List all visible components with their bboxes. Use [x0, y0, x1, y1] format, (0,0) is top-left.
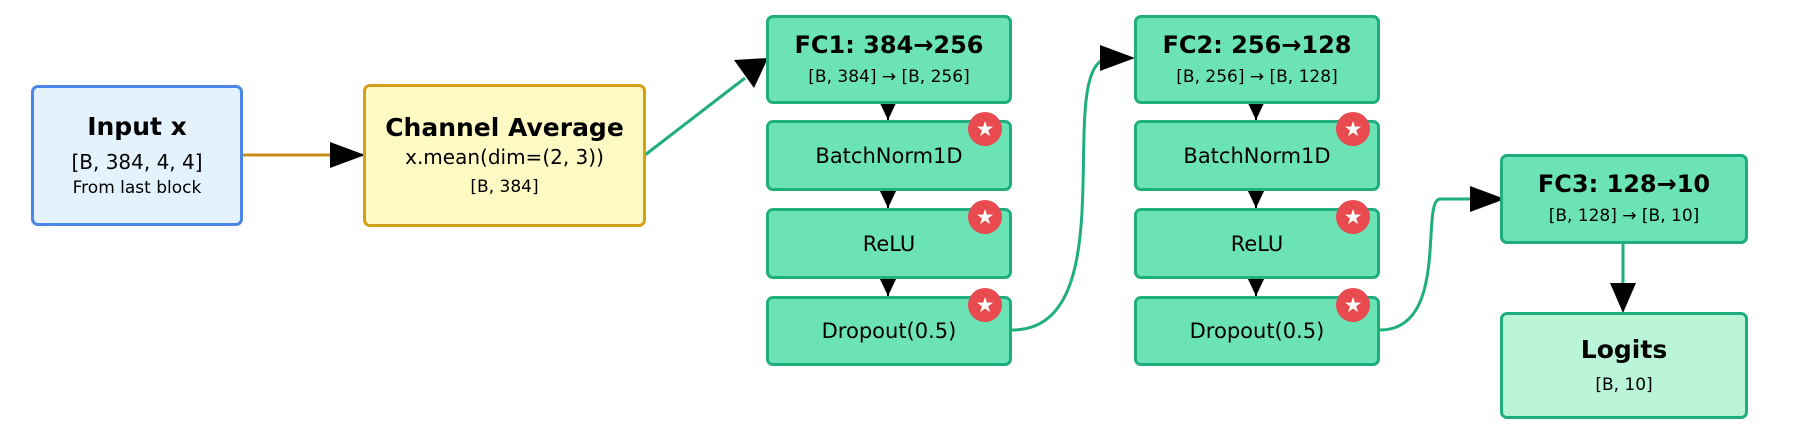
arrowhead-fc2-to-bn2 [1247, 101, 1265, 120]
arrowhead-fc1-to-bn1 [879, 101, 897, 120]
arrowhead-dropout1-to-fc2 [1100, 45, 1135, 71]
arrowhead-bn1-to-relu1 [879, 189, 897, 208]
fc2-node: FC2: 256→128 [B, 256] → [B, 128] [1134, 15, 1380, 104]
fc3-node: FC3: 128→10 [B, 128] → [B, 10] [1500, 154, 1748, 244]
fc1-title: FC1: 384→256 [794, 30, 984, 59]
channel-average-title: Channel Average [385, 112, 624, 142]
logits-title: Logits [1580, 334, 1668, 364]
arrowhead-fc3-to-logits [1610, 283, 1636, 313]
fc3-title: FC3: 128→10 [1537, 170, 1711, 198]
channel-average-shape: [B, 384] [470, 176, 539, 197]
fc1-node: FC1: 384→256 [B, 384] → [B, 256] [766, 15, 1012, 104]
channel-average-op: x.mean(dim=(2, 3)) [405, 144, 604, 169]
input-note: From last block [72, 177, 202, 198]
batchnorm-label-2: BatchNorm1D [1183, 143, 1331, 168]
star-icon: ★ [968, 288, 1002, 322]
input-title: Input x [87, 111, 187, 141]
arrowhead-average-to-fc1 [734, 58, 768, 88]
fc1-shape: [B, 384] → [B, 256] [808, 66, 970, 87]
batchnorm-node-2: BatchNorm1D [1134, 120, 1380, 191]
channel-average-node: Channel Average x.mean(dim=(2, 3)) [B, 3… [363, 84, 646, 227]
star-icon: ★ [968, 200, 1002, 234]
star-icon: ★ [968, 112, 1002, 146]
star-icon: ★ [1336, 288, 1370, 322]
arrowhead-relu2-to-dropout2 [1247, 277, 1265, 296]
arrowhead-dropout2-to-fc3 [1470, 186, 1505, 212]
batchnorm-label-1: BatchNorm1D [815, 143, 963, 168]
arrowhead-relu1-to-dropout1 [879, 277, 897, 296]
dropout-label-1: Dropout(0.5) [821, 319, 957, 343]
arrow-average-to-fc1 [644, 76, 746, 157]
logits-shape: [B, 10] [1595, 374, 1653, 395]
input-shape: [B, 384, 4, 4] [71, 149, 203, 174]
fc2-title: FC2: 256→128 [1162, 30, 1352, 59]
fc2-shape: [B, 256] → [B, 128] [1176, 66, 1338, 87]
fc3-shape: [B, 128] → [B, 10] [1548, 206, 1700, 226]
arrowhead-input-to-average [330, 142, 365, 168]
logits-node: Logits [B, 10] [1500, 312, 1748, 419]
arrow-dropout2-to-fc3 [1379, 197, 1475, 332]
input-node: Input x [B, 384, 4, 4] From last block [31, 85, 243, 226]
dropout-label-2: Dropout(0.5) [1189, 319, 1325, 343]
relu-label-1: ReLU [862, 231, 916, 256]
star-icon: ★ [1336, 112, 1370, 146]
arrowhead-bn2-to-relu2 [1247, 189, 1265, 208]
relu-label-2: ReLU [1230, 231, 1284, 256]
star-icon: ★ [1336, 200, 1370, 234]
arrow-dropout1-to-fc2 [1011, 56, 1111, 332]
dropout-node-2: Dropout(0.5) [1134, 296, 1380, 366]
